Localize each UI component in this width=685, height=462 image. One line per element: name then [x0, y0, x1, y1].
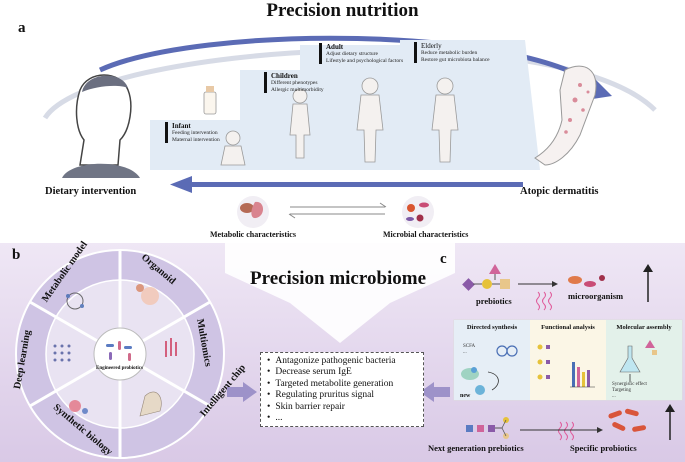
stage-adult-line-1: Adjust dietary structure — [326, 51, 378, 57]
stage-children-line-1: Different phenotypes — [271, 80, 318, 86]
stage-elderly-line-2: Restore gut microbiota balance — [421, 56, 490, 63]
next-gen-prebiotics-label: Next generation prebiotics — [428, 443, 524, 453]
stage-adult-line-2: Lifestyle and psychological factors — [326, 57, 404, 64]
molecular-assembly-column — [606, 320, 682, 400]
stage-children: Children Different phenotypes Allergic m… — [264, 72, 324, 94]
infant-figure — [220, 130, 246, 166]
note-targeting: Targeting — [612, 388, 631, 393]
probiotic-glyphs — [106, 341, 132, 361]
stage-children-name: Children — [271, 72, 298, 80]
stage-infant-name: Infant — [172, 122, 191, 130]
panel-a-letter: a — [18, 20, 26, 36]
next-gen-prebiotic-icon — [466, 417, 509, 439]
functional-analysis-title: Functional analysis — [541, 324, 595, 331]
stage-infant-line-1: Feeding intervention — [172, 130, 218, 136]
metabolic-organs-icon — [237, 196, 269, 228]
note-ellipsis: ... — [463, 350, 467, 355]
stage-infant-line-2: Maternal intervention — [172, 136, 220, 143]
panel-a-graphics — [42, 35, 657, 228]
functional-analysis-column — [530, 320, 606, 400]
specific-probiotics-icon — [608, 408, 647, 432]
page-title: Precision nutrition — [266, 0, 419, 21]
molecular-assembly-title: Molecular assembly — [616, 324, 672, 331]
prebiotic-shapes-icon — [462, 264, 510, 291]
segment-glyphs — [53, 284, 177, 417]
bottom-arrowhead — [170, 176, 192, 193]
stage-elderly-line-1: Reduce metabolic burden — [421, 50, 478, 56]
outcome-item: Antagonize pathogenic bacteria — [267, 356, 417, 367]
adult-figure — [356, 77, 384, 163]
blue-top-arc — [98, 35, 602, 90]
metabolic-characteristics-label: Metabolic characteristics — [210, 230, 296, 239]
outcome-item: Decrease serum IgE — [267, 367, 417, 378]
left-to-box-arrow — [227, 382, 257, 402]
directed-synthesis-title: Directed synthesis — [466, 324, 518, 331]
specific-probiotics-label: Specific probiotics — [570, 443, 637, 453]
atopic-dermatitis-label: Atopic dermatitis — [520, 186, 599, 197]
wheel-segments — [15, 249, 225, 459]
stage-infant: Infant Feeding intervention Maternal int… — [165, 122, 220, 144]
molecular-assembly-notes: Synergistic effect Targeting ... — [612, 382, 647, 400]
directed-synthesis-column — [454, 320, 530, 400]
microbes-icon — [402, 196, 434, 228]
dietary-intervention-label: Dietary intervention — [45, 186, 137, 197]
bottom-arrow-shaft — [188, 182, 523, 187]
panel-b-letter: b — [12, 247, 21, 263]
elderly-figure — [431, 77, 459, 163]
directed-synthesis-notes: SCFA ... — [463, 344, 475, 356]
right-to-box-arrow — [420, 382, 450, 402]
stage-adult: Adult Adjust dietary structure Lifestyle… — [319, 43, 404, 65]
microbial-characteristics-label: Microbial characteristics — [383, 230, 469, 239]
microorganism-icon — [568, 275, 605, 287]
stage-elderly-name: Elderly — [421, 42, 442, 50]
note-synergistic: Synergistic effect — [612, 382, 647, 387]
note-ellipsis: ... — [612, 394, 616, 399]
technology-wheel — [15, 249, 225, 459]
outcomes-box: Antagonize pathogenic bacteria Decrease … — [260, 352, 424, 428]
engineered-probiotics-label: Engineered probiotics — [96, 366, 143, 371]
stage-children-line-2: Allergic multimorbidity — [271, 86, 324, 93]
precision-microbiome-title: Precision microbiome — [250, 268, 427, 289]
microorganism-label: microorganism — [568, 291, 624, 301]
child-figure — [289, 88, 311, 159]
outcome-item: Skin barrier repair — [267, 402, 417, 413]
outcome-item: Regulating pruritus signal — [267, 390, 417, 401]
bar-glyph — [570, 362, 595, 388]
arm-eczema-icon — [534, 65, 597, 166]
prebiotics-label: prebiotics — [476, 296, 512, 306]
outcome-item: ... — [267, 413, 417, 424]
outcome-item: Targeted metabolite generation — [267, 379, 417, 390]
stage-adult-name: Adult — [326, 43, 344, 51]
panel-c-graphics — [453, 264, 683, 441]
heat-waves-icon — [536, 291, 552, 311]
note-scfa: SCFA — [463, 344, 476, 349]
head-silhouette-icon — [62, 74, 140, 178]
heat-waves-lower-icon — [558, 421, 574, 441]
stage-elderly: Elderly Reduce metabolic burden Restore … — [414, 42, 490, 64]
baby-bottle-icon — [203, 86, 217, 115]
new-label: new — [460, 393, 471, 399]
exchange-arrows-icon — [288, 202, 387, 219]
panel-c-letter: c — [440, 251, 447, 267]
